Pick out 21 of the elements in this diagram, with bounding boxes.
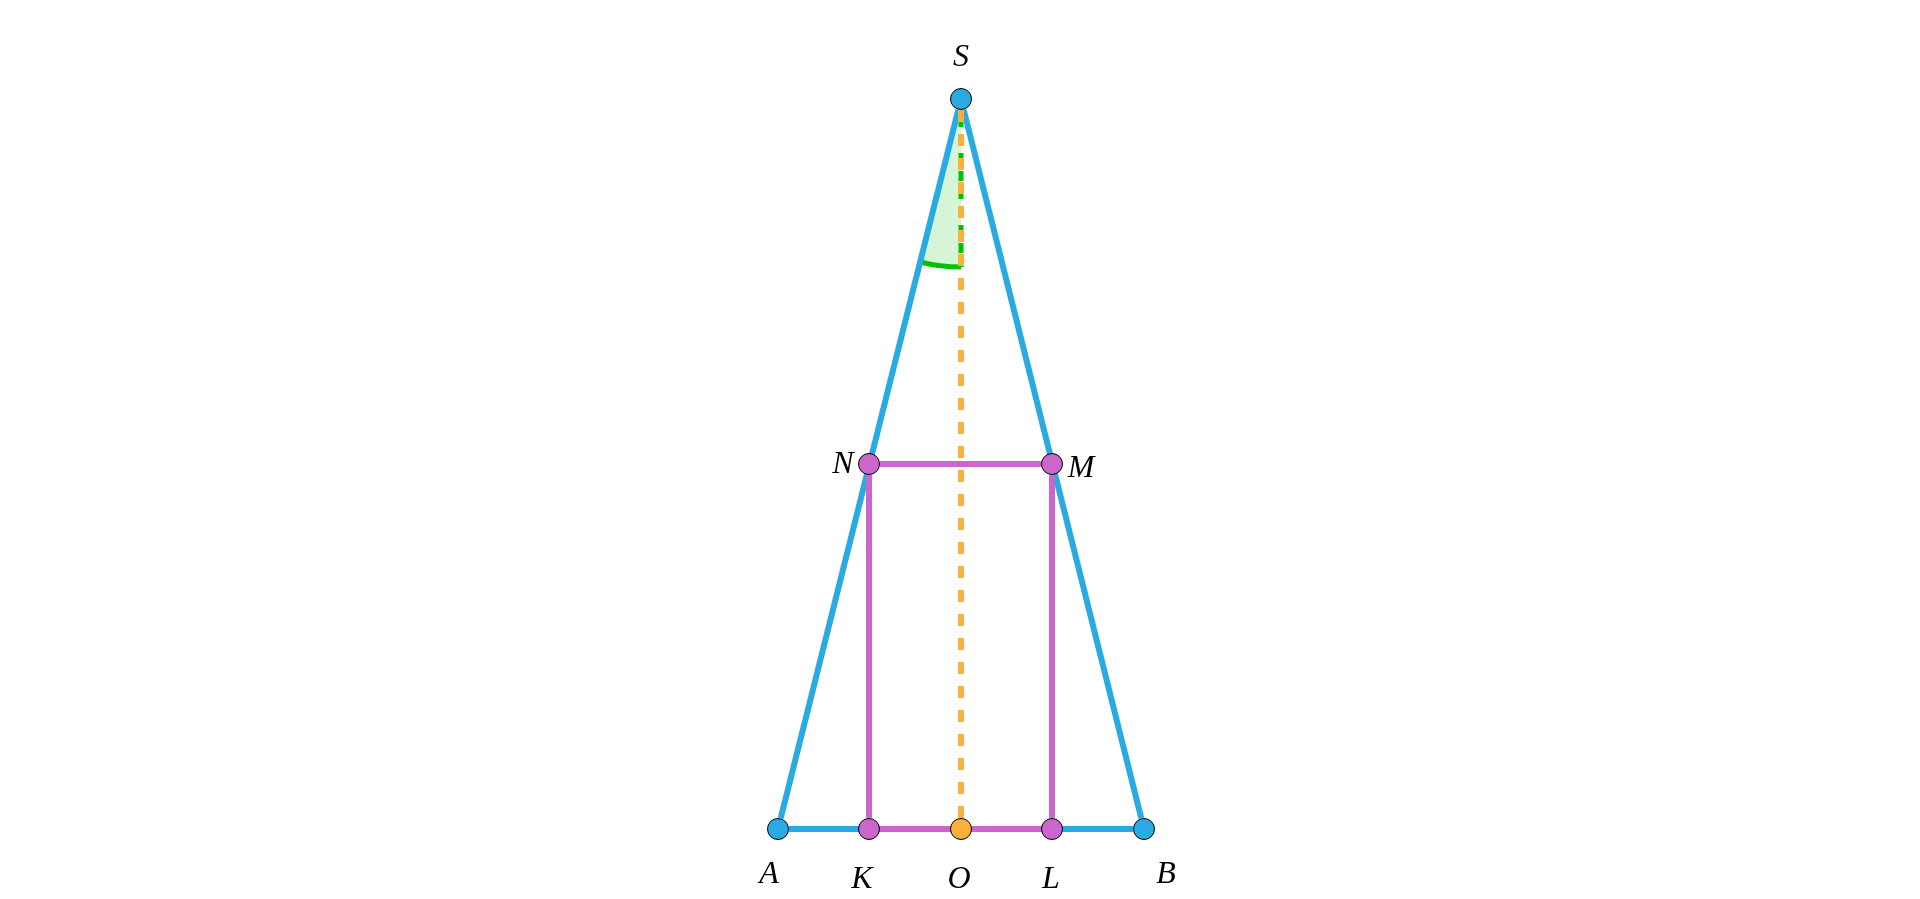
point-label: M xyxy=(1067,450,1095,482)
point-label: B xyxy=(1156,856,1176,888)
point-label: A xyxy=(759,856,779,888)
point-label: L xyxy=(1042,861,1060,893)
point-marker xyxy=(1133,818,1155,840)
segment xyxy=(1049,475,1055,818)
point-marker xyxy=(1041,818,1063,840)
point-marker xyxy=(1041,453,1063,475)
point-marker xyxy=(767,818,789,840)
point-label: S xyxy=(953,39,969,71)
segment xyxy=(866,475,872,818)
dashed-segment xyxy=(958,110,964,818)
point-marker xyxy=(950,88,972,110)
segment xyxy=(880,461,1041,467)
segment xyxy=(880,826,1041,832)
point-marker xyxy=(858,453,880,475)
point-label: O xyxy=(947,861,971,893)
point-marker xyxy=(950,818,972,840)
point-marker xyxy=(858,818,880,840)
point-label: N xyxy=(832,446,854,478)
point-label: K xyxy=(851,861,873,893)
